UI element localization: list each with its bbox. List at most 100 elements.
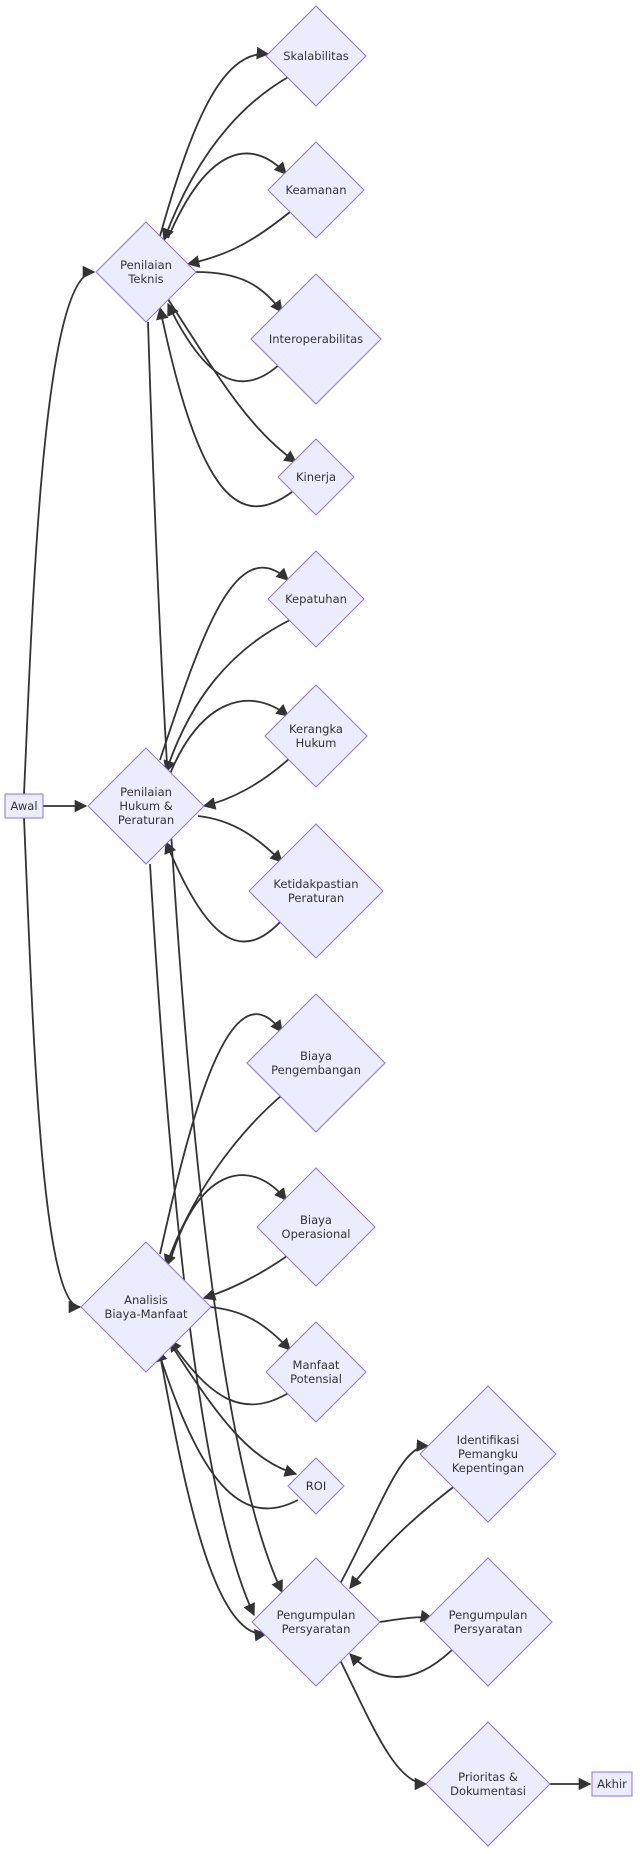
node-kinerja-label-line-1: Kinerja [296, 470, 336, 484]
edge-hukum-to-kerangka [169, 700, 289, 775]
node-manfaat-diamond [265, 1321, 367, 1423]
node-pengumpulan2-label-line-1: Pengumpulan [449, 1608, 528, 1622]
edge-pengumpulan1-to-identifikasi [339, 1439, 430, 1585]
node-pengembangan-label-line-2: Pengembangan [271, 1063, 361, 1077]
node-operasional-label-line-2: Operasional [282, 1227, 351, 1241]
node-keamanan: Keamanan [267, 141, 365, 239]
edge-operasional-to-biaya [202, 1253, 291, 1301]
node-akhir-box [591, 1771, 633, 1797]
node-roi-diamond [287, 1457, 345, 1515]
node-interop: Interoperabilitas [250, 273, 382, 405]
node-identifikasi-label-line-2: Pemangku [458, 1447, 518, 1461]
node-ketidakpastian-label-line-1: Ketidakpastian [273, 877, 358, 891]
edge-hukum-to-pengumpulan1 [149, 863, 255, 1617]
node-akhir-label-line-1: Akhir [597, 1777, 627, 1791]
edge-interop-to-teknis [167, 302, 281, 383]
node-roi-label-line-1: ROI [306, 1479, 326, 1493]
node-biaya-label-line-2: Biaya-Manfaat [104, 1307, 188, 1321]
node-keamanan-diamond [267, 141, 365, 239]
edge-skalabilitas-to-teknis [162, 75, 291, 242]
node-pengembangan-diamond [246, 993, 386, 1133]
node-pengumpulan2-label-line-2: Persyaratan [454, 1622, 523, 1636]
node-biaya-label-line-1: Analisis [124, 1293, 168, 1307]
node-kepatuhan-label-line-1: Kepatuhan [285, 592, 347, 606]
edge-awal-to-teknis [23, 265, 96, 795]
node-roi: ROI [287, 1457, 345, 1515]
node-prioritas: Prioritas &Dokumentasi [425, 1721, 551, 1847]
node-keamanan-label-line-1: Keamanan [286, 183, 347, 197]
edge-biaya-to-manfaat [209, 1306, 291, 1351]
edge-kerangka-to-hukum [202, 757, 291, 810]
node-prioritas-diamond [425, 1721, 551, 1847]
edge-ketidakpastian-to-hukum [164, 840, 283, 943]
edges-layer [23, 46, 592, 1791]
edge-identifikasi-to-pengumpulan1 [349, 1484, 457, 1589]
node-kinerja-diamond [277, 438, 355, 516]
node-awal-box [4, 793, 44, 819]
node-kinerja: Kinerja [277, 438, 355, 516]
node-pengumpulan1-diamond [251, 1557, 381, 1687]
node-pengumpulan2-diamond [423, 1557, 553, 1687]
node-identifikasi-label-line-1: Identifikasi [457, 1433, 520, 1447]
edge-hukum-to-ketidakpastian [197, 815, 283, 863]
edge-pengembangan-to-biaya [163, 1094, 283, 1268]
node-hukum-label-line-3: Peraturan [118, 813, 174, 827]
edge-pengumpulan1-to-prioritas [339, 1659, 428, 1791]
node-operasional-diamond [256, 1167, 376, 1287]
node-teknis-diamond [95, 221, 197, 323]
node-manfaat-label-line-2: Potensial [290, 1372, 342, 1386]
node-teknis-label-line-2: Teknis [127, 272, 163, 286]
node-pengembangan-label-line-1: Biaya [300, 1049, 332, 1063]
edge-biaya-to-operasional [169, 1174, 287, 1263]
node-kepatuhan-diamond [267, 550, 365, 648]
edge-teknis-to-skalabilitas [159, 46, 270, 237]
edge-manfaat-to-biaya [169, 1338, 291, 1406]
node-skalabilitas-label-line-1: Skalabilitas [283, 49, 348, 63]
node-pengumpulan1-label-line-1: Pengumpulan [277, 1608, 356, 1622]
node-identifikasi-diamond [419, 1385, 557, 1523]
node-akhir: Akhir [591, 1771, 633, 1797]
node-kepatuhan: Kepatuhan [267, 550, 365, 648]
edge-hukum-to-kepatuhan [159, 566, 289, 761]
node-teknis-label-line-1: Penilaian [120, 258, 172, 272]
node-pengumpulan1-label-line-2: Persyaratan [282, 1622, 351, 1636]
node-hukum-label-line-1: Penilaian [120, 785, 172, 799]
node-hukum-label-line-2: Hukum & [119, 799, 172, 813]
edge-keamanan-to-teknis [186, 211, 291, 268]
node-skalabilitas: Skalabilitas [265, 5, 367, 107]
edge-teknis-to-interop [195, 271, 283, 314]
node-interop-diamond [250, 273, 382, 405]
edge-teknis-to-pengumpulan1 [147, 321, 283, 1594]
node-operasional-label-line-1: Biaya [300, 1213, 332, 1227]
edge-roi-to-biaya [155, 1348, 299, 1510]
edge-awal-to-biaya [23, 817, 82, 1314]
edge-biaya-to-roi [171, 1345, 298, 1477]
node-manfaat-label-line-1: Manfaat [293, 1358, 340, 1372]
node-awal: Awal [4, 793, 44, 819]
node-skalabilitas-diamond [265, 5, 367, 107]
edge-teknis-to-kinerja [165, 295, 298, 463]
node-kerangka-label-line-1: Kerangka [289, 722, 343, 736]
node-identifikasi-label-line-3: Kepentingan [452, 1461, 524, 1475]
node-prioritas-label-line-1: Prioritas & [458, 1770, 518, 1784]
edge-biaya-to-pengumpulan1 [159, 1354, 268, 1642]
node-kerangka-diamond [264, 684, 368, 788]
node-hukum-diamond [87, 747, 205, 865]
edge-kepatuhan-to-hukum [163, 619, 291, 774]
node-ketidakpastian-label-line-2: Peraturan [288, 891, 344, 905]
node-interop-label-line-1: Interoperabilitas [269, 332, 363, 346]
node-ketidakpastian-diamond [248, 823, 384, 959]
node-prioritas-label-line-2: Dokumentasi [450, 1784, 526, 1798]
